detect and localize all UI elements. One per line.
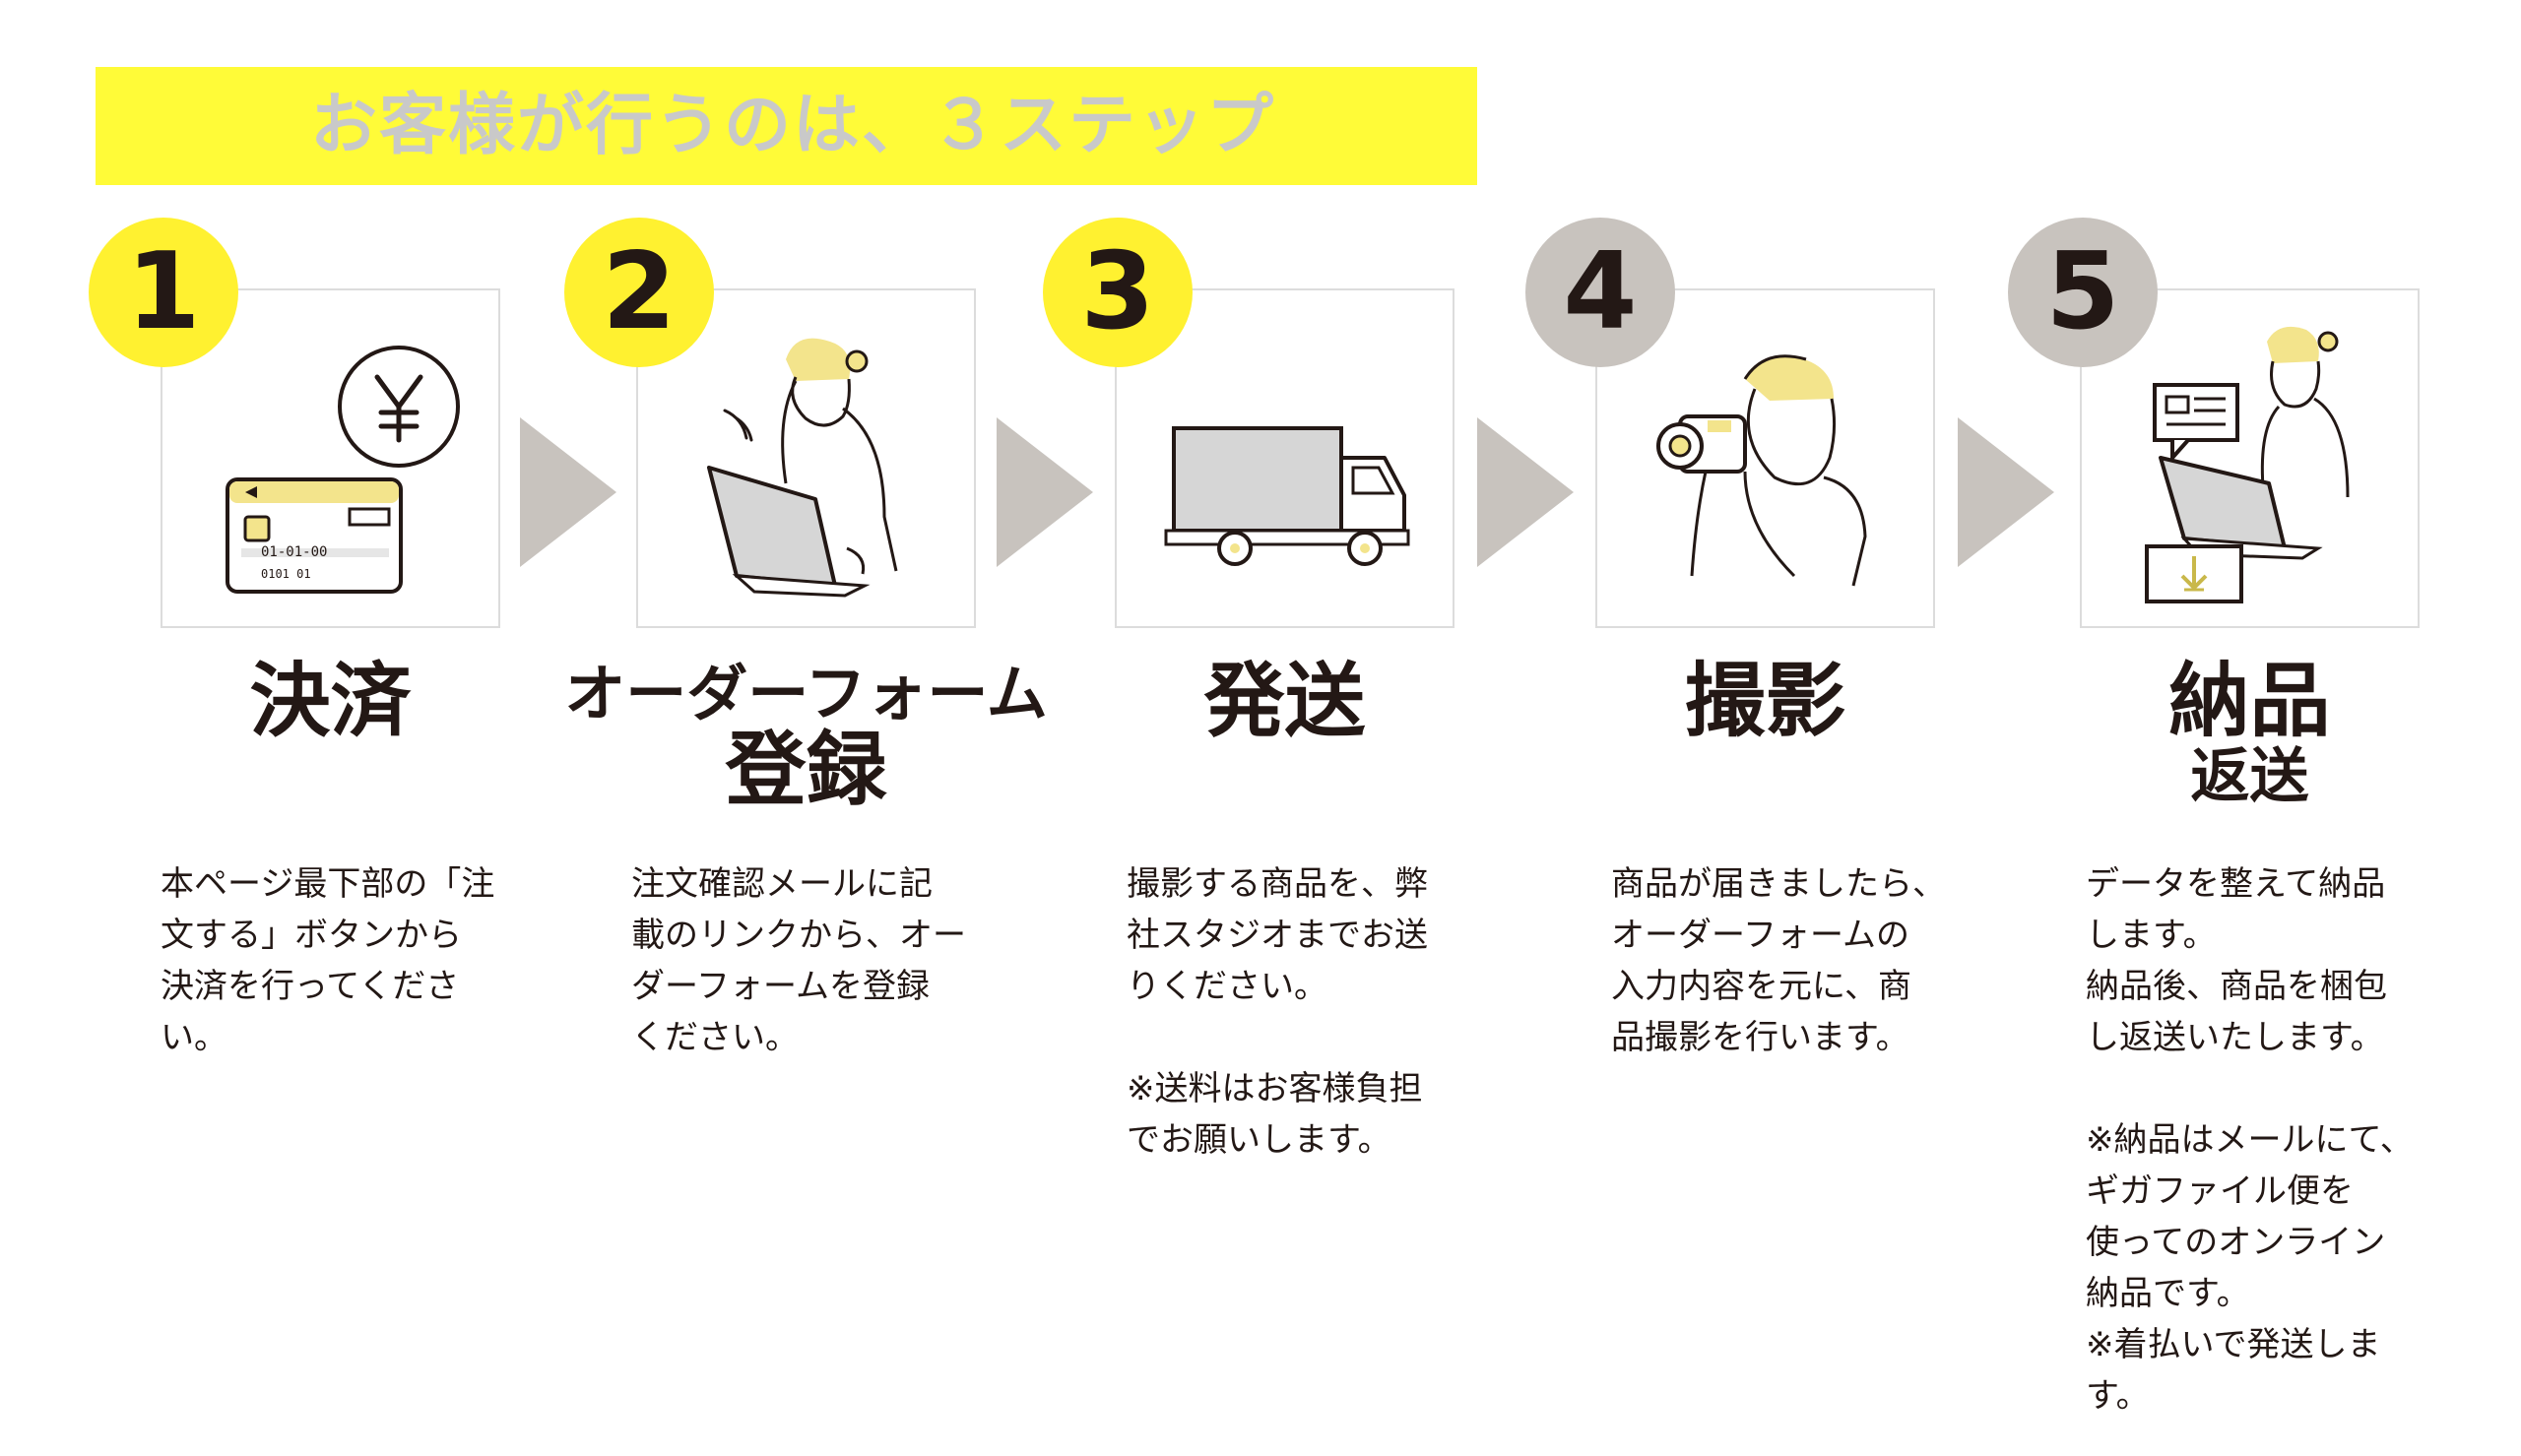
step-arrow-4: [1958, 417, 2054, 567]
step-5-card: [2080, 288, 2420, 628]
step-5-subtitle: 返送: [2190, 742, 2309, 811]
steps-banner: お客様が行うのは、３ステップ: [96, 67, 1477, 185]
step-5-title: 納品 返送: [2080, 660, 2420, 811]
step-1-title-text: 決済: [249, 655, 412, 748]
step-4-title: 撮影: [1595, 660, 1935, 744]
svg-text:0101 01: 0101 01: [261, 567, 311, 581]
delivery-truck-icon: [1164, 426, 1410, 566]
step-3-title-text: 発送: [1203, 655, 1366, 748]
step-arrow-2: [997, 417, 1093, 567]
step-2-badge: 2: [564, 218, 714, 367]
step-5-title-text: 納品: [2168, 655, 2331, 748]
step-2-subtitle: 登録: [725, 724, 887, 817]
svg-text:01-01-00: 01-01-00: [261, 544, 327, 560]
step-arrow-1: [520, 417, 616, 567]
step-2-card: [636, 288, 976, 628]
step-3-card: [1115, 288, 1454, 628]
step-4-description: 商品が届きましたら、 オーダーフォームの 入力内容を元に、商 品撮影を行います。: [1611, 864, 1946, 1057]
step-1-card: 01-01-00 0101 01: [161, 288, 500, 628]
step-5-badge: 5: [2008, 218, 2158, 367]
step-4-title-text: 撮影: [1684, 655, 1846, 748]
step-1-title: 決済: [161, 660, 500, 744]
step-2-title-text: オーダーフォーム: [564, 658, 1048, 729]
credit-card-yen-icon: 01-01-00 0101 01: [226, 346, 460, 594]
step-1-description: 本ページ最下部の「注 文する」ボタンから 決済を行ってくださ い。: [161, 864, 495, 1057]
step-3-badge: 3: [1043, 218, 1193, 367]
person-laptop-download-icon: [2145, 326, 2350, 603]
banner-title: お客様が行うのは、３ステップ: [310, 87, 1276, 164]
step-3-title: 発送: [1115, 660, 1454, 744]
step-5-description: データを整えて納品 します。 納品後、商品を梱包 し返送いたします。 ※納品はメ…: [2086, 864, 2414, 1416]
photographer-camera-icon: [1656, 354, 1867, 587]
step-3-description: 撮影する商品を、弊 社スタジオまでお送 りください。 ※送料はお客様負担 でお願…: [1127, 864, 1428, 1160]
person-laptop-icon: [707, 338, 898, 598]
step-arrow-3: [1477, 417, 1574, 567]
step-2-title: オーダーフォーム 登録: [561, 660, 1051, 813]
step-4-badge: 4: [1525, 218, 1675, 367]
step-1-badge: 1: [89, 218, 238, 367]
step-2-description: 注文確認メールに記 載のリンクから、オー ダーフォームを登録 ください。: [631, 864, 966, 1057]
